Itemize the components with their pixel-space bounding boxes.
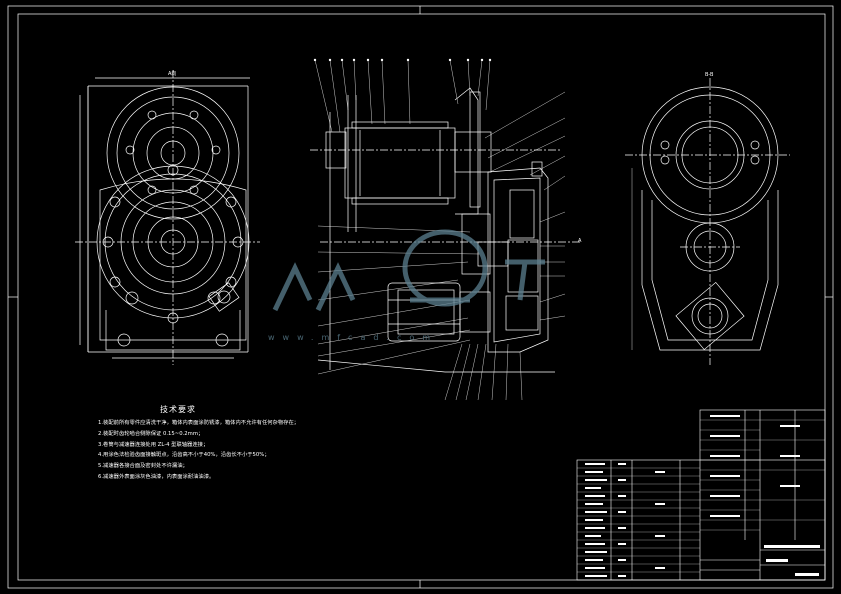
section-marker: A xyxy=(578,238,582,244)
parts-list-marks xyxy=(585,415,820,577)
watermark-text: www.mfcad.com xyxy=(268,333,439,342)
tech-requirements-title: 技术要求 xyxy=(160,405,196,414)
left-view xyxy=(75,70,260,365)
title-block xyxy=(576,409,826,581)
tech-requirement-item: 4.用涂色法检验齿面接触斑点，沿齿高不小于40%，沿齿长不小于50%； xyxy=(98,452,270,459)
right-view xyxy=(625,78,790,365)
tech-requirement-item: 5.减速器各接合面及密封处不许漏油； xyxy=(98,463,188,470)
tech-requirement-item: 1.装配前所有零件应清洗干净，箱体内表面涂防锈漆，箱体内不允许有任何杂物存在； xyxy=(98,420,300,426)
tech-requirement-item: 2.装配时齿轮啮合侧隙保证 0.15~0.2mm； xyxy=(98,430,204,437)
section-view xyxy=(310,58,580,401)
watermark-logo xyxy=(272,229,545,312)
tech-requirement-item: 6.减速器外表面涂灰色油漆，内表面涂耐油油漆。 xyxy=(98,473,215,480)
tech-requirements-list: 1.装配前所有零件应清洗干净，箱体内表面涂防锈漆，箱体内不允许有任何杂物存在； … xyxy=(98,418,299,483)
tech-requirement-item: 3.卷筒与减速器连接处用 ZL-4 型联轴器连接； xyxy=(98,441,209,448)
right-view-label: B-B xyxy=(705,72,714,78)
left-view-label: A向 xyxy=(168,71,177,77)
